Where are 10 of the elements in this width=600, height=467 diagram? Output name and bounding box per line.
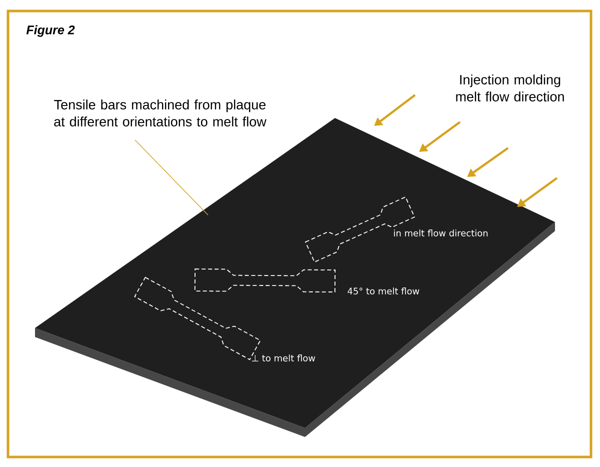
flow-label: Injection molding melt flow direction <box>456 74 564 102</box>
leader-line <box>134 140 208 216</box>
figure-title: Figure 2 <box>26 25 75 37</box>
bar-label: in melt flow direction <box>394 230 488 236</box>
callout-text: Tensile bars machined from plaque at different orientations to melt flow <box>54 100 266 126</box>
tensile-bar-outline <box>134 276 261 360</box>
tensile-bar-outline <box>194 268 336 292</box>
plaque-drawing <box>35 118 555 437</box>
bar-label: ⊥ to melt flow <box>252 354 316 362</box>
bar-label: 45° to melt flow <box>348 288 420 294</box>
